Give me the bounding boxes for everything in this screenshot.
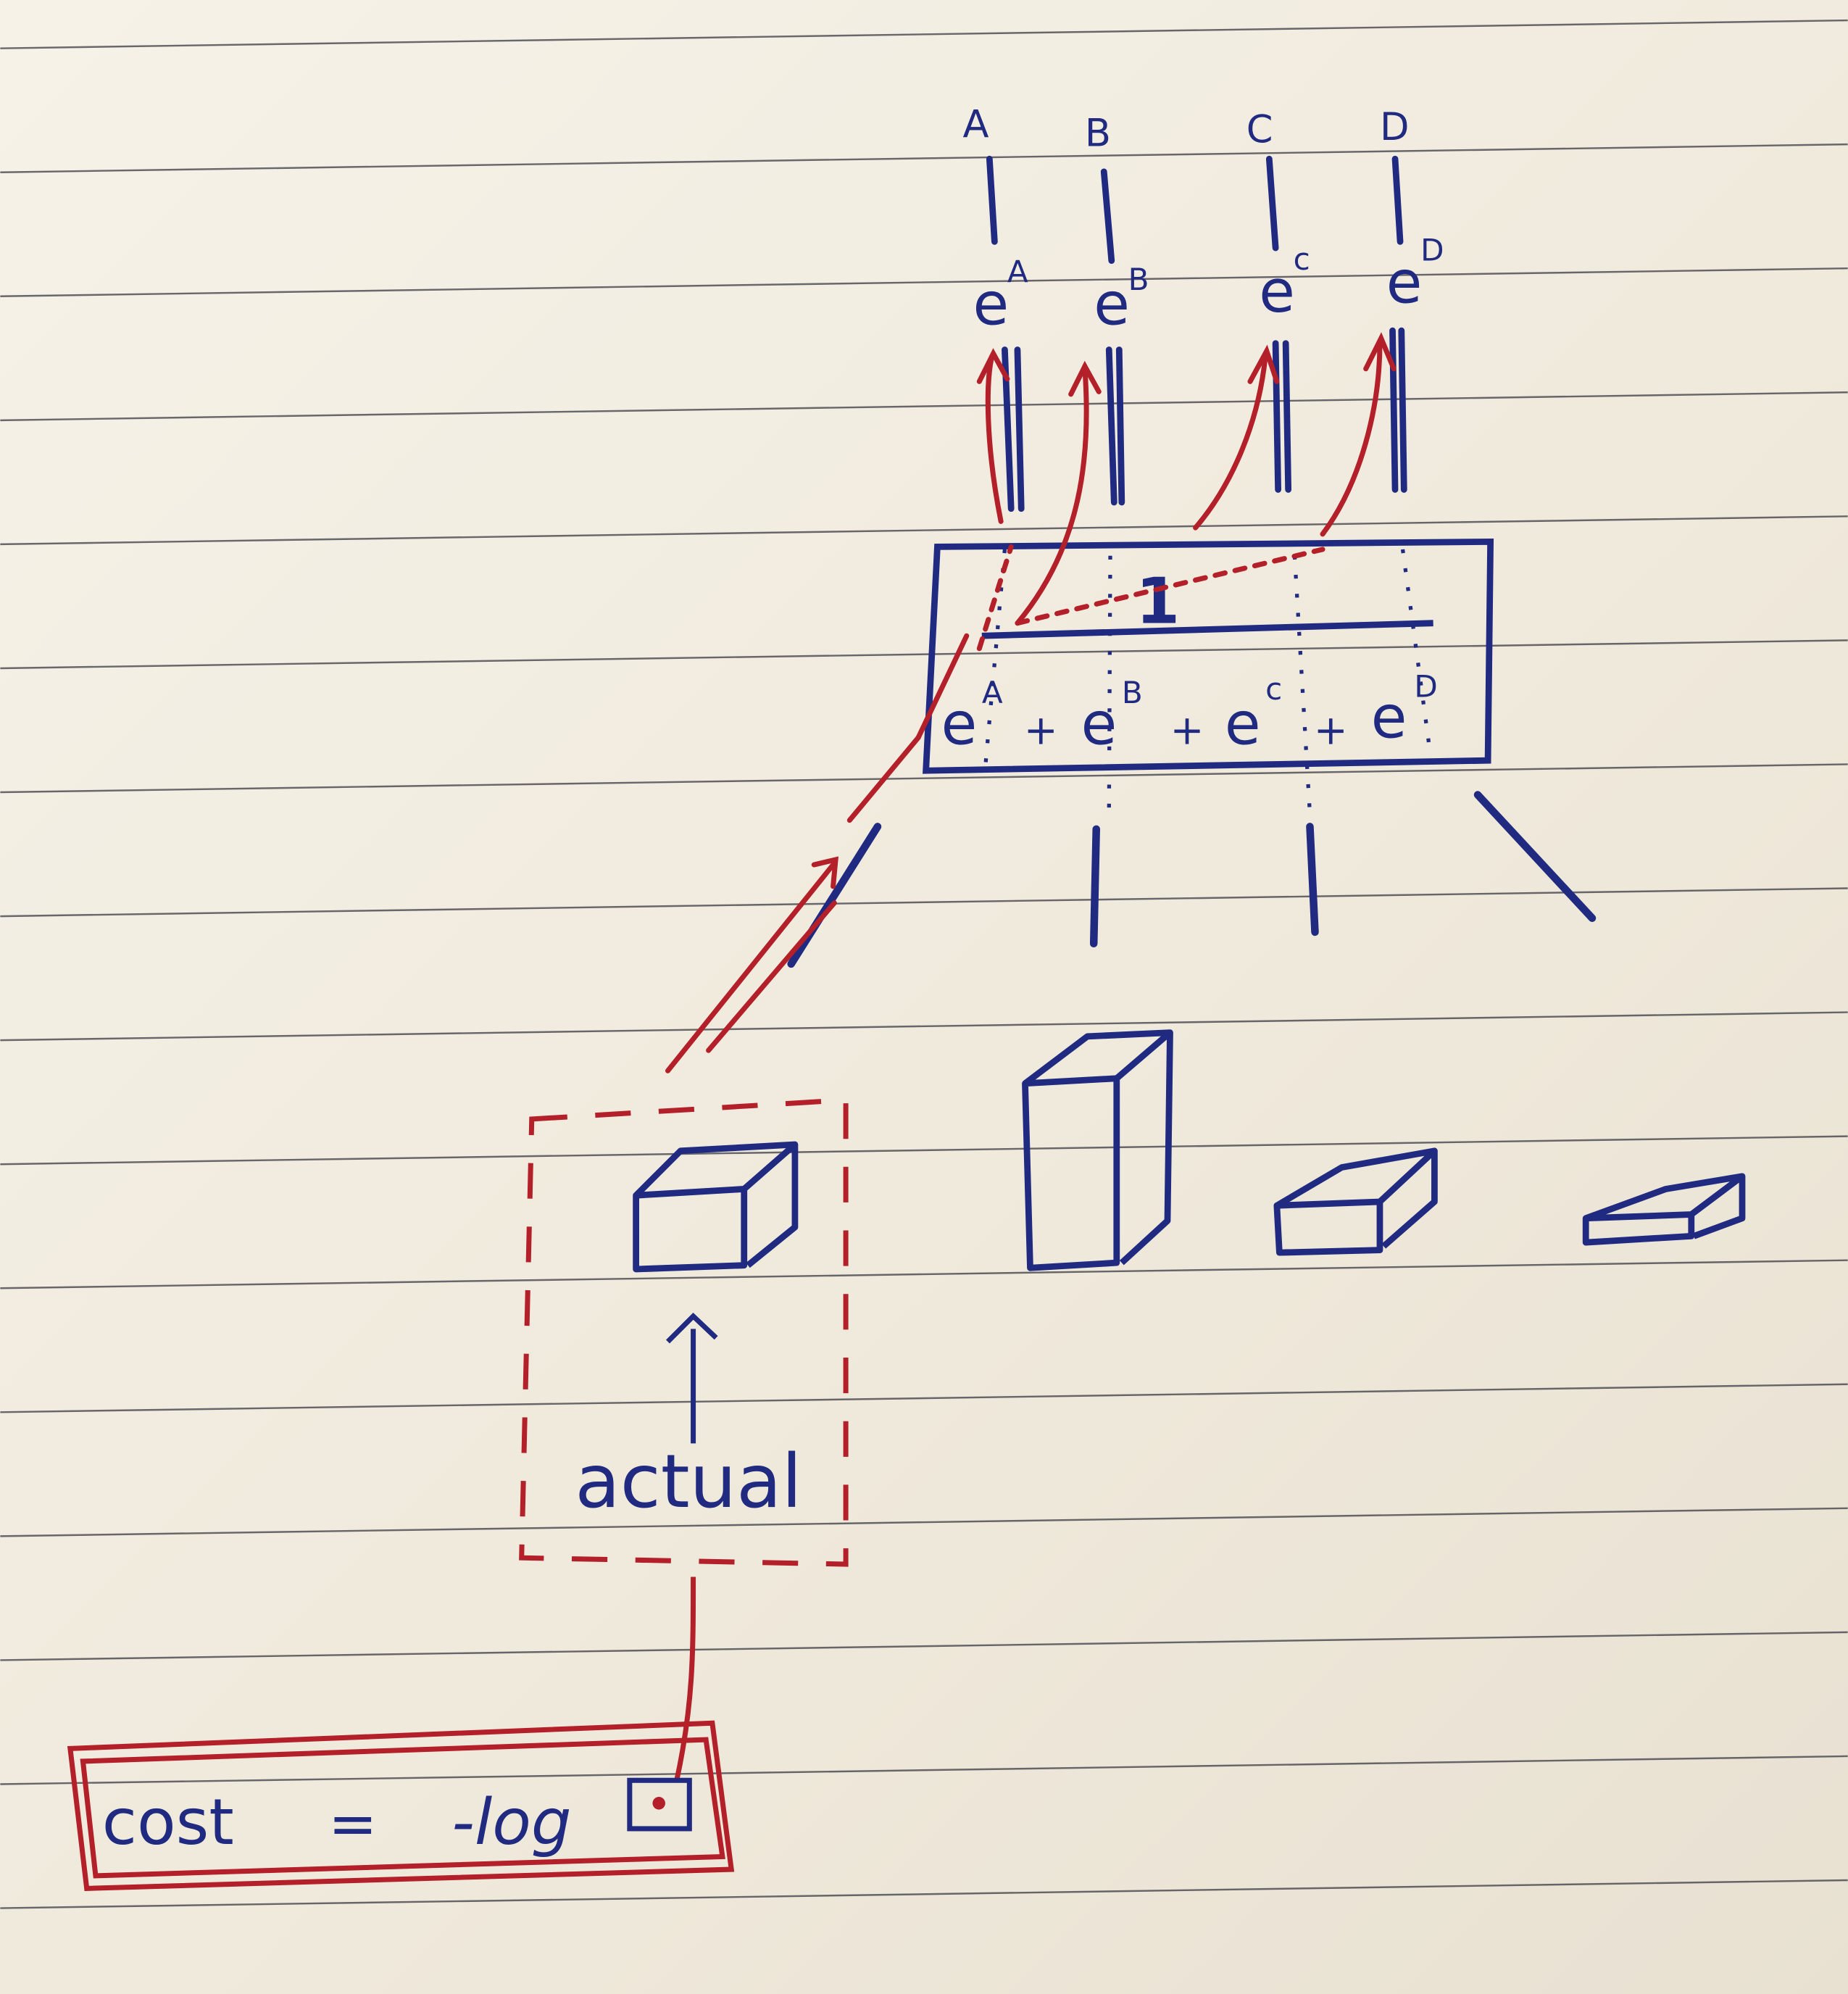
den-eb: e [1081, 690, 1117, 758]
den-ed: e [1371, 684, 1407, 752]
bar-connectors [787, 791, 1597, 968]
paper-rule [0, 1383, 1848, 1413]
cost-link [674, 1576, 696, 1781]
exp-d-sup: D [1420, 233, 1444, 268]
actual-selection-box [519, 1097, 849, 1567]
paper-rule [0, 1011, 1848, 1042]
exponentials: e A e B e c e D [973, 233, 1444, 339]
exp-b-base: e [1094, 270, 1130, 338]
actual-arrow-icon [665, 1312, 718, 1444]
exp-d-base: e [1386, 249, 1423, 317]
label-c: C [1246, 108, 1273, 152]
den-eb-sup: B [1122, 675, 1143, 710]
cost-rhs: -log [451, 1785, 571, 1859]
cost-eq: = [328, 1790, 378, 1858]
plus-2: + [1170, 707, 1204, 754]
exp-c-sup: c [1294, 241, 1310, 277]
paper-rule [0, 1755, 1848, 1785]
exp-c-base: e [1259, 258, 1295, 326]
plus-1: + [1024, 707, 1058, 754]
actual-label: actual [575, 1439, 802, 1524]
cost-box: cost = -log [67, 1720, 735, 1891]
paper-rule [0, 887, 1848, 918]
paper-rules [0, 19, 1848, 1909]
exp-a-base: e [973, 270, 1010, 338]
paper-rule [0, 763, 1848, 794]
bar-d [1582, 1173, 1746, 1246]
output-labels: A B C D [963, 102, 1410, 155]
placeholder-box-icon [627, 1777, 692, 1832]
placeholder-dot-icon [652, 1797, 665, 1810]
label-d: D [1380, 105, 1410, 149]
denominator: e A + e B + e c + e D [941, 668, 1438, 758]
paper-rule [0, 19, 1848, 49]
cost-lhs: cost [102, 1785, 234, 1859]
paper-rule [0, 639, 1848, 670]
paper-rule [0, 515, 1848, 546]
den-ea: e [941, 690, 978, 758]
paper-rule [0, 1631, 1848, 1661]
den-ec-sup: c [1265, 671, 1282, 707]
paper-rule [0, 143, 1848, 173]
exp-a-sup: A [1007, 254, 1028, 289]
paper-rule [0, 1259, 1848, 1289]
bar-b [1022, 1029, 1173, 1271]
paper-rule [0, 391, 1848, 422]
output-lines [986, 155, 1407, 512]
bar-a [633, 1141, 799, 1273]
paper-rule [0, 1507, 1848, 1537]
den-ed-sup: D [1414, 668, 1437, 704]
den-ec: e [1225, 690, 1261, 758]
numerator: 1 [1136, 565, 1180, 639]
paper-rule [0, 1879, 1848, 1909]
bar-c [1273, 1147, 1438, 1256]
plus-3: + [1314, 707, 1348, 754]
red-arrows [665, 332, 1397, 1073]
softmax-box: 1 e A + e B + e c + e D [923, 538, 1494, 815]
probability-bars [633, 1029, 1746, 1273]
label-b: B [1085, 112, 1111, 156]
exp-b-sup: B [1128, 262, 1149, 297]
label-a: A [963, 102, 989, 146]
paper-rule [0, 267, 1848, 298]
paper-rule [0, 1135, 1848, 1166]
